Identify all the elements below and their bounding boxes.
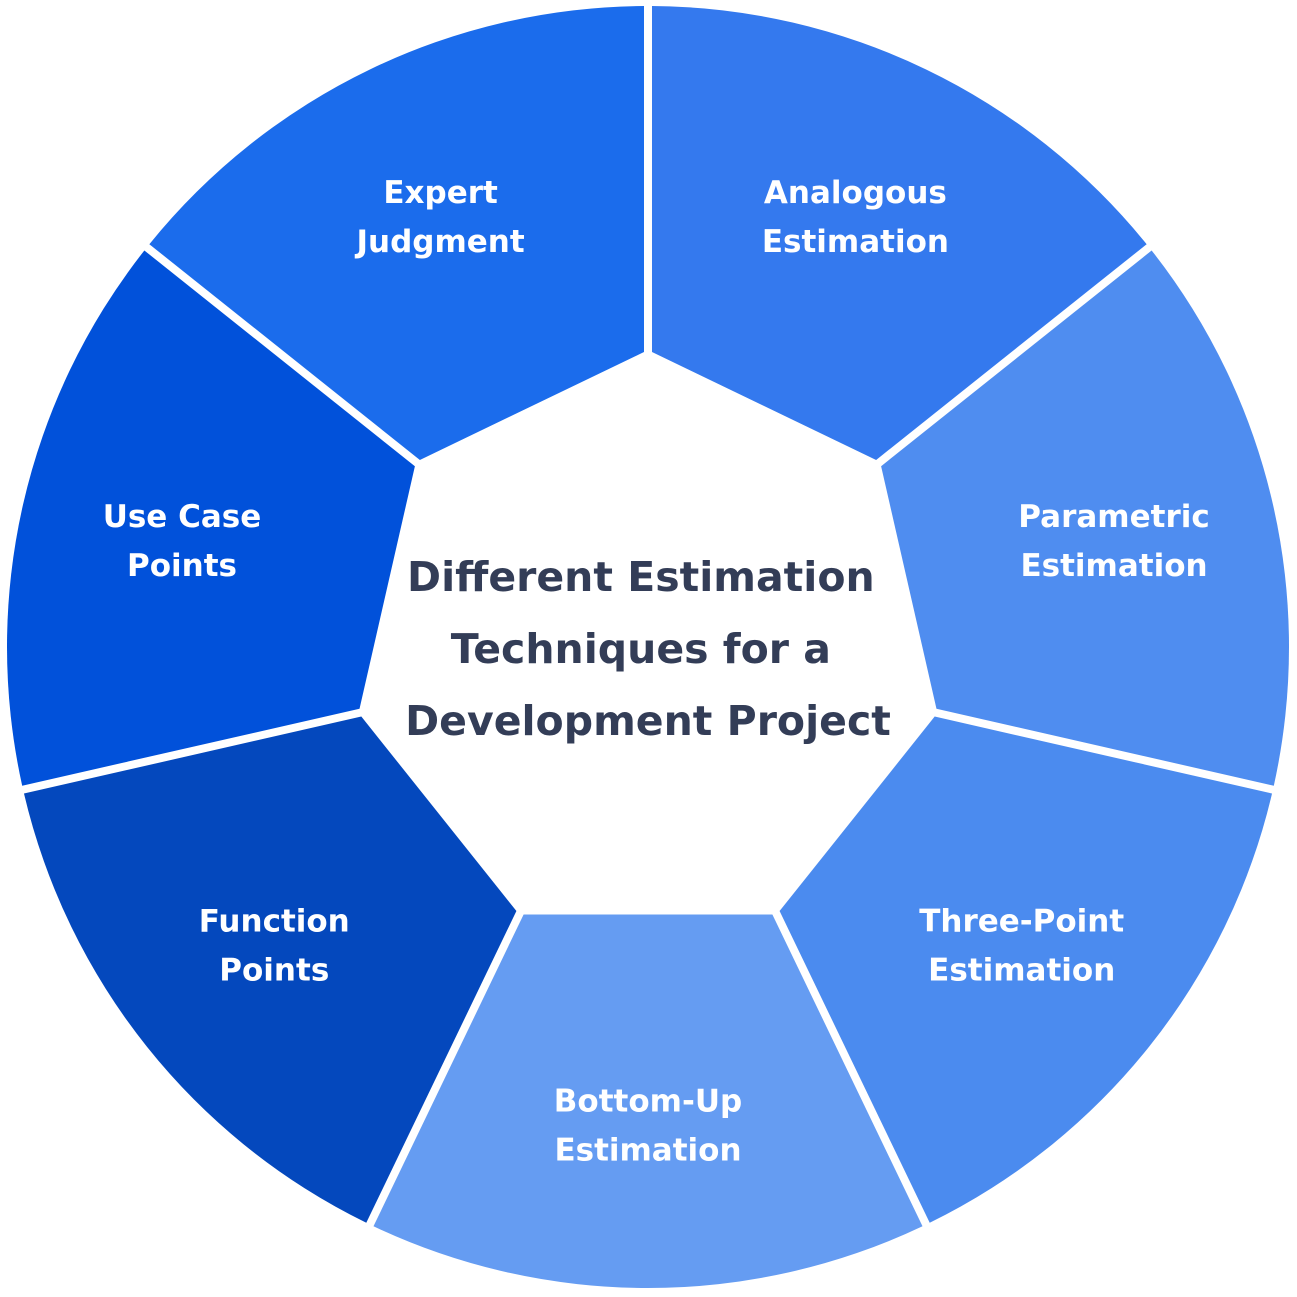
segment-label-parametric-line-1: Parametric bbox=[1018, 499, 1209, 535]
center-title-line-2: Techniques for a bbox=[451, 625, 831, 673]
segment-parametric bbox=[881, 250, 1289, 786]
segment-analogous bbox=[651, 6, 1147, 460]
segment-label-bottom-up-line-2: Estimation bbox=[554, 1133, 741, 1169]
center-title: Different Estimation Techniques for a De… bbox=[405, 553, 891, 745]
segment-label-analogous-line-1: Analogous bbox=[764, 175, 947, 211]
segment-three-point bbox=[779, 716, 1273, 1223]
segment-label-use-case-line-1: Use Case bbox=[103, 499, 262, 535]
segment-label-bottom-up-line-1: Bottom-Up bbox=[554, 1084, 742, 1120]
segment-label-expert-line-2: Judgment bbox=[355, 224, 525, 260]
segment-label-three-point-line-2: Estimation bbox=[928, 953, 1115, 989]
segment-label-use-case-line-2: Points bbox=[127, 548, 237, 584]
center-title-line-1: Different Estimation bbox=[407, 553, 875, 601]
segment-expert bbox=[149, 6, 645, 460]
segment-label-function-line-2: Points bbox=[219, 953, 329, 989]
segment-use-case bbox=[6, 250, 415, 786]
segment-label-function-line-1: Function bbox=[199, 904, 350, 940]
segments-group bbox=[6, 6, 1289, 1288]
center-title-line-3: Development Project bbox=[405, 697, 891, 745]
segment-label-expert-line-1: Expert bbox=[383, 175, 498, 211]
segment-bottom-up bbox=[373, 914, 923, 1288]
segment-label-parametric-line-2: Estimation bbox=[1020, 548, 1207, 584]
segment-function bbox=[23, 716, 517, 1223]
segment-label-analogous-line-2: Estimation bbox=[762, 224, 949, 260]
segment-label-three-point-line-1: Three-Point bbox=[919, 904, 1124, 940]
